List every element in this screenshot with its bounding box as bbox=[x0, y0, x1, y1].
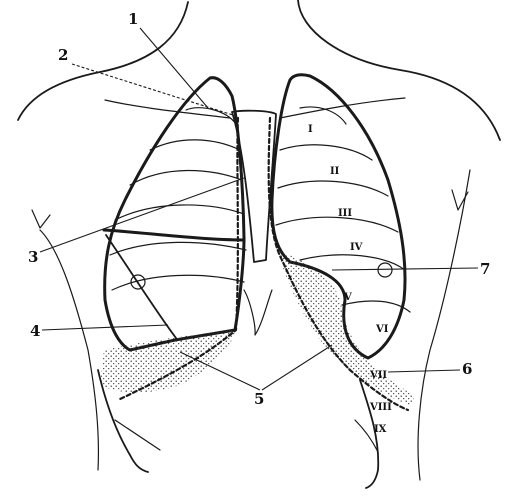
pleural-recesses bbox=[100, 250, 414, 405]
label-3: 3 bbox=[28, 248, 38, 266]
rib-label-4: IV bbox=[350, 242, 363, 253]
label-4: 4 bbox=[30, 322, 40, 340]
label-2: 2 bbox=[58, 46, 68, 64]
rib-label-8: VIII bbox=[369, 402, 392, 413]
label-7: 7 bbox=[480, 260, 490, 278]
label-6: 6 bbox=[462, 360, 472, 378]
callout-labels: 1 2 3 4 5 6 7 bbox=[28, 10, 490, 408]
label-1: 1 bbox=[128, 10, 138, 28]
rib-label-1: I bbox=[308, 124, 313, 135]
rib-label-6: VI bbox=[375, 324, 389, 335]
rib-label-9: IX bbox=[374, 424, 387, 435]
right-lung bbox=[104, 78, 246, 350]
rib-label-5: V bbox=[343, 292, 352, 303]
rib-label-3: III bbox=[338, 208, 352, 219]
label-5: 5 bbox=[254, 390, 264, 408]
rib-label-7: VII bbox=[369, 370, 387, 381]
rib-label-2: II bbox=[330, 166, 340, 177]
leader-lines bbox=[40, 28, 478, 390]
body-outline bbox=[18, 0, 500, 480]
